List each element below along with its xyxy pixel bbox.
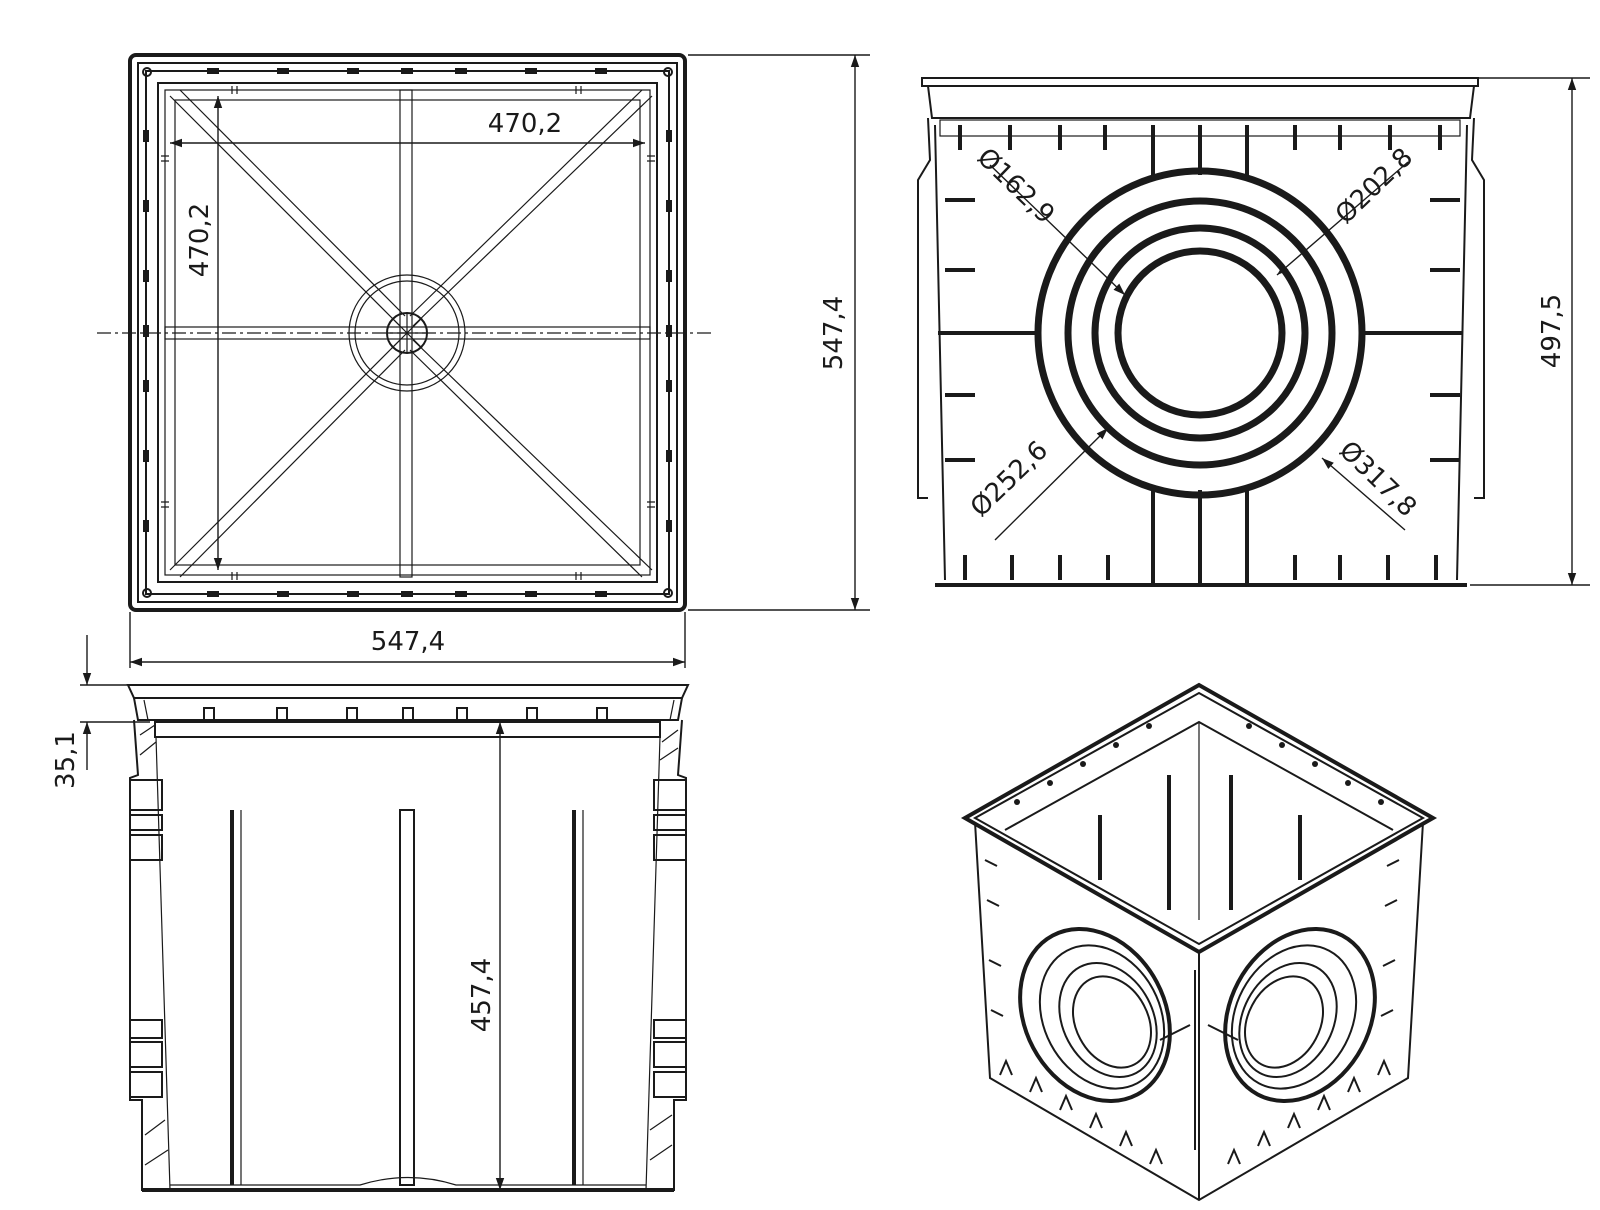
dim-top-overall-width: 547,4 bbox=[371, 627, 445, 657]
side-view bbox=[917, 77, 1485, 587]
dim-diameter-252: Ø252,6 bbox=[965, 435, 1054, 523]
dim-side-height: 497,5 bbox=[1537, 294, 1567, 368]
top-view bbox=[97, 53, 715, 612]
dimension-lines bbox=[80, 54, 1590, 1190]
front-view bbox=[126, 684, 690, 1192]
dim-top-overall-height: 547,4 bbox=[819, 296, 849, 370]
dim-top-inner-width: 470,2 bbox=[488, 109, 562, 139]
dim-diameter-162: Ø162,9 bbox=[971, 142, 1060, 230]
dim-diameter-202: Ø202,8 bbox=[1330, 142, 1419, 230]
isometric-view bbox=[960, 682, 1438, 1202]
dim-front-rim-height: 35,1 bbox=[51, 731, 81, 789]
dim-top-inner-height: 470,2 bbox=[185, 203, 215, 277]
dim-front-inner-depth: 457,4 bbox=[467, 958, 497, 1032]
